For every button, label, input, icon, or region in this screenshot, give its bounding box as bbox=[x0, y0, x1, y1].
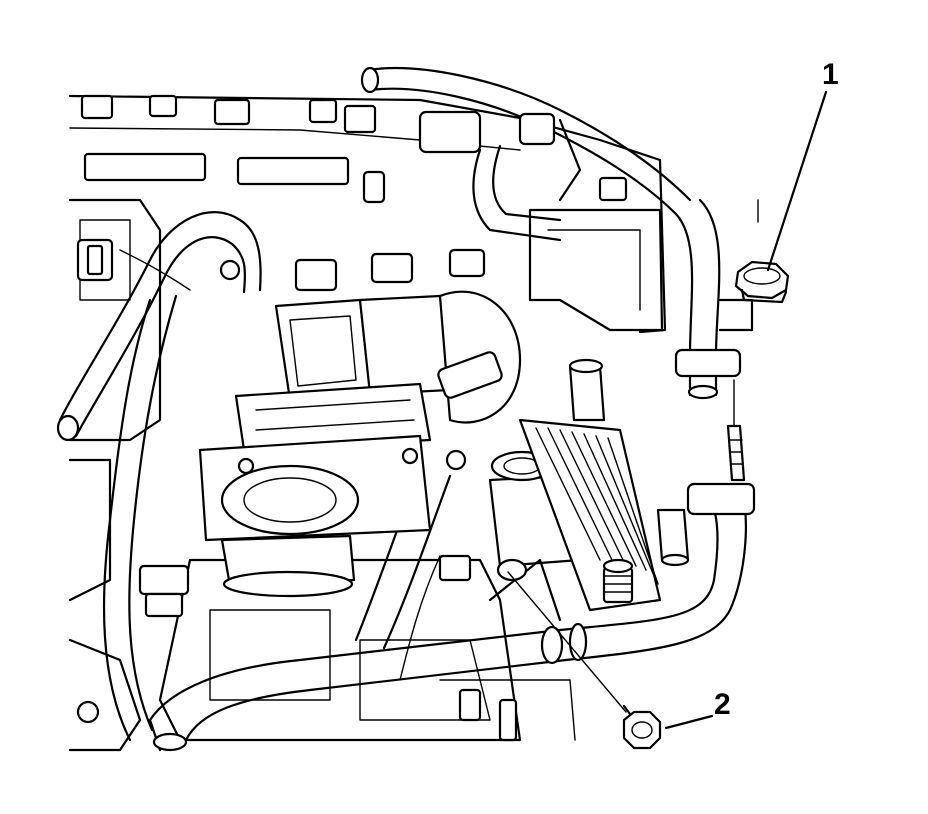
wiring-connectors bbox=[119, 112, 628, 681]
callout-1-leader-line bbox=[766, 90, 828, 272]
central-pump-assembly bbox=[198, 248, 522, 598]
bolt-install-path-line bbox=[507, 571, 627, 713]
callout-1-group: 1 bbox=[734, 58, 839, 304]
callout-2-leader-line bbox=[664, 714, 714, 730]
bolt-fastener-icon bbox=[622, 379, 746, 750]
callout-2-group: 2 bbox=[507, 379, 746, 750]
nut-fastener-icon bbox=[734, 199, 790, 304]
engine-background-structure bbox=[68, 94, 754, 752]
callout-1-label: 1 bbox=[822, 58, 839, 91]
callout-2-label: 2 bbox=[714, 688, 731, 721]
coolant-hoses bbox=[56, 66, 756, 752]
top-connector-row bbox=[80, 94, 482, 154]
finned-cooler bbox=[518, 358, 690, 612]
